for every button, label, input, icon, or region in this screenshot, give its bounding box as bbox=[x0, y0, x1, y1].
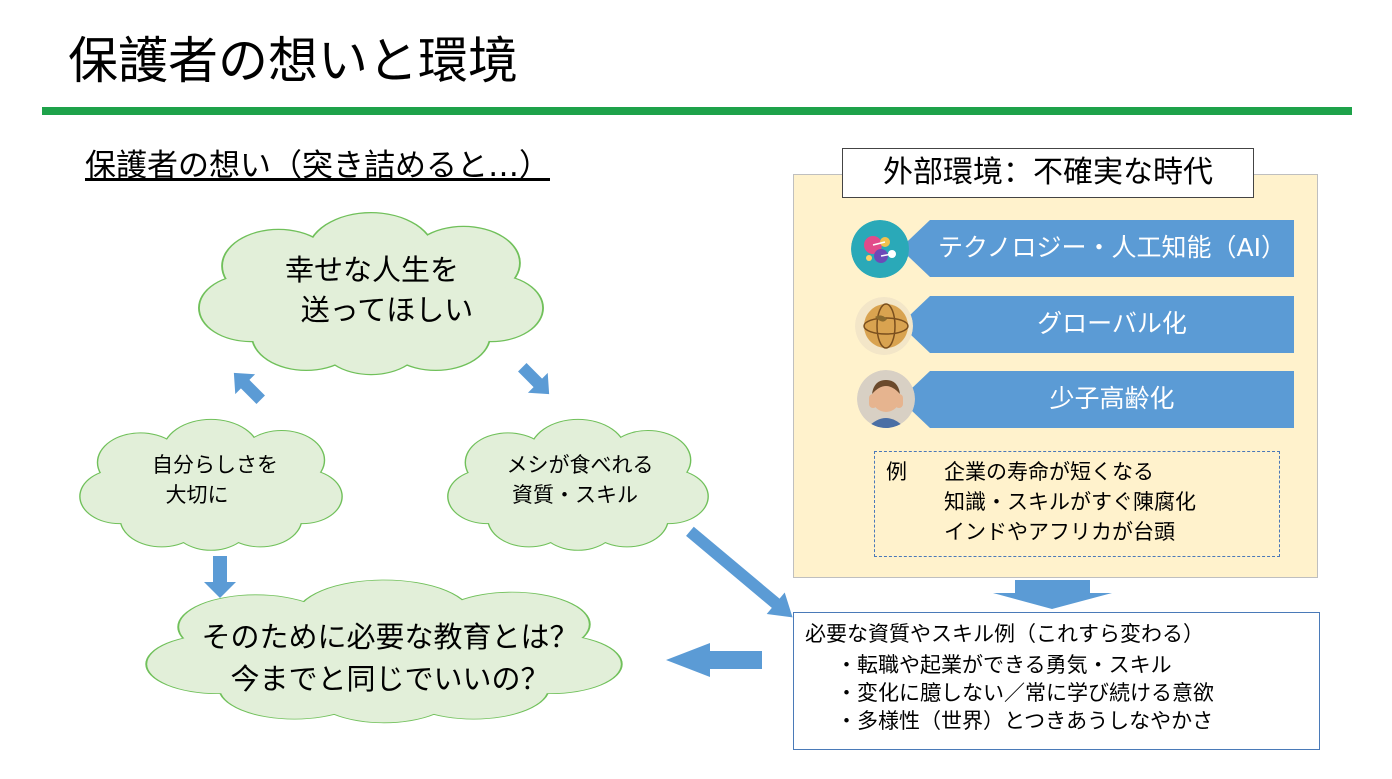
globe-icon bbox=[855, 297, 913, 355]
title-underline bbox=[42, 107, 1352, 115]
trend-banner-aging bbox=[900, 371, 1294, 428]
required-skills-list: ・転職や起業ができる勇気・スキル ・変化に臆しない／常に学び続ける意欲 ・多様性… bbox=[836, 651, 1214, 735]
cloud-bottom-line2: 今までと同じでいいの？ bbox=[230, 662, 550, 696]
section-subtitle: 保護者の想い（突き詰めると…） bbox=[85, 148, 550, 184]
cloud-right-line1: メシが食べれる bbox=[506, 453, 654, 477]
arrow-top-to-right bbox=[518, 363, 550, 395]
arrow-env-to-result bbox=[993, 580, 1112, 609]
example-label: 例 bbox=[886, 460, 907, 484]
trend-banners bbox=[900, 220, 1294, 428]
cloud-right-line2: 資質・スキル bbox=[512, 483, 638, 507]
trend-label-ai: テクノロジー・人工知能（AI） bbox=[938, 233, 1286, 262]
example-box bbox=[874, 451, 1280, 557]
arrow-top-to-left bbox=[233, 372, 265, 404]
example-list: 企業の寿命が短くなる 知識・スキルがすぐ陳腐化 インドやアフリカが台頭 bbox=[944, 457, 1196, 547]
child-photo-icon bbox=[857, 370, 915, 428]
required-skill-item: ・転職や起業ができる勇気・スキル bbox=[836, 653, 1172, 677]
cloud-right-text: メシが食べれる 資質・スキル bbox=[480, 450, 680, 510]
ai-technology-icon bbox=[851, 220, 909, 278]
cloud-bottom-line1: そのために必要な教育とは？ bbox=[201, 620, 579, 654]
example-item: 企業の寿命が短くなる bbox=[944, 460, 1154, 484]
cloud-top-text: 幸せな人生を 送ってほしい bbox=[232, 250, 512, 330]
trend-banner-global bbox=[900, 296, 1294, 353]
cloud-left-line1: 自分らしさを bbox=[152, 453, 278, 477]
environment-header: 外部環境：不確実な時代 bbox=[842, 148, 1254, 198]
trend-label-aging: 少子高齢化 bbox=[1049, 384, 1175, 413]
required-skills-box bbox=[793, 612, 1320, 750]
required-skill-item: ・多様性（世界）とつきあうしなやかさ bbox=[836, 709, 1214, 733]
cloud-left-line2: 大切に bbox=[165, 483, 229, 507]
arrow-result-to-bottom bbox=[666, 643, 762, 677]
example-item: インドやアフリカが台頭 bbox=[944, 520, 1175, 544]
example-item: 知識・スキルがすぐ陳腐化 bbox=[944, 490, 1196, 514]
cloud-top-line2: 送ってほしい bbox=[300, 293, 474, 327]
cloud-bottom-text: そのために必要な教育とは？ 今までと同じでいいの？ bbox=[150, 616, 630, 700]
arrow-left-to-bottom bbox=[204, 556, 236, 598]
required-skill-item: ・変化に臆しない／常に学び続ける意欲 bbox=[836, 681, 1214, 705]
page-title: 保護者の想いと環境 bbox=[68, 32, 518, 90]
cloud-top-line1: 幸せな人生を bbox=[284, 253, 459, 287]
required-skills-heading: 必要な資質やスキル例（これすら変わる） bbox=[805, 622, 1204, 646]
arrow-right-to-result bbox=[686, 526, 793, 618]
trend-banner-ai bbox=[900, 220, 1294, 277]
cloud-left-text: 自分らしさを 大切に bbox=[110, 450, 320, 510]
trend-label-global: グローバル化 bbox=[1037, 309, 1187, 338]
